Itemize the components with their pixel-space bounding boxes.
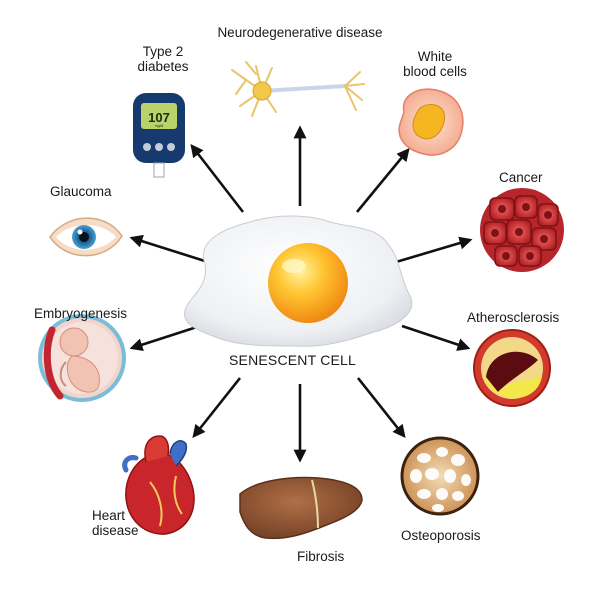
label-fibrosis: Fibrosis — [297, 549, 345, 564]
liver-icon — [239, 476, 363, 540]
bone-tissue-icon — [400, 436, 480, 516]
meter-unit: mg/dl — [155, 124, 164, 128]
label-type2-diabetes-line1: Type 2 — [142, 44, 184, 59]
label-white-blood-cells-line2: blood cells — [403, 64, 467, 79]
heart-icon — [122, 435, 195, 535]
label-heart-disease-line1: Heart — [92, 508, 126, 523]
white-blood-cell-icon — [398, 88, 464, 156]
label-type2-diabetes-line2: diabetes — [137, 59, 189, 74]
label-heart-disease: Heart disease — [92, 508, 139, 538]
arrows — [129, 125, 473, 463]
glucose-meter-icon: 107 mg/dl — [133, 93, 185, 178]
label-cancer: Cancer — [499, 170, 543, 185]
neuron-icon — [231, 61, 365, 117]
arrow-wbc — [355, 147, 410, 213]
eye-icon — [49, 217, 123, 257]
arrow-athero — [401, 324, 471, 351]
label-osteoporosis: Osteoporosis — [401, 528, 481, 543]
arrow-osteo — [356, 377, 406, 439]
label-atherosclerosis: Atherosclerosis — [467, 310, 560, 325]
label-heart-disease-line2: disease — [92, 523, 139, 538]
arrow-embryo — [129, 324, 201, 351]
arrow-cancer — [395, 236, 473, 264]
center-label: SENESCENT CELL — [229, 352, 357, 368]
artery-plaque-icon — [473, 329, 551, 407]
cancer-cells-icon — [480, 188, 564, 272]
meter-reading: 107 — [148, 110, 170, 125]
label-neurodegenerative: Neurodegenerative disease — [217, 25, 383, 40]
arrow-diabetes — [190, 143, 245, 213]
label-white-blood-cells: White blood cells — [385, 49, 485, 79]
label-white-blood-cells-line1: White — [417, 49, 453, 64]
label-embryogenesis: Embryogenesis — [34, 306, 128, 321]
arrow-glaucoma — [129, 234, 209, 264]
label-type2-diabetes: Type 2 diabetes — [118, 44, 208, 74]
arrow-heart — [192, 377, 242, 439]
label-glaucoma: Glaucoma — [50, 184, 112, 199]
egg-cell-icon — [183, 215, 413, 347]
embryo-icon — [38, 314, 126, 402]
